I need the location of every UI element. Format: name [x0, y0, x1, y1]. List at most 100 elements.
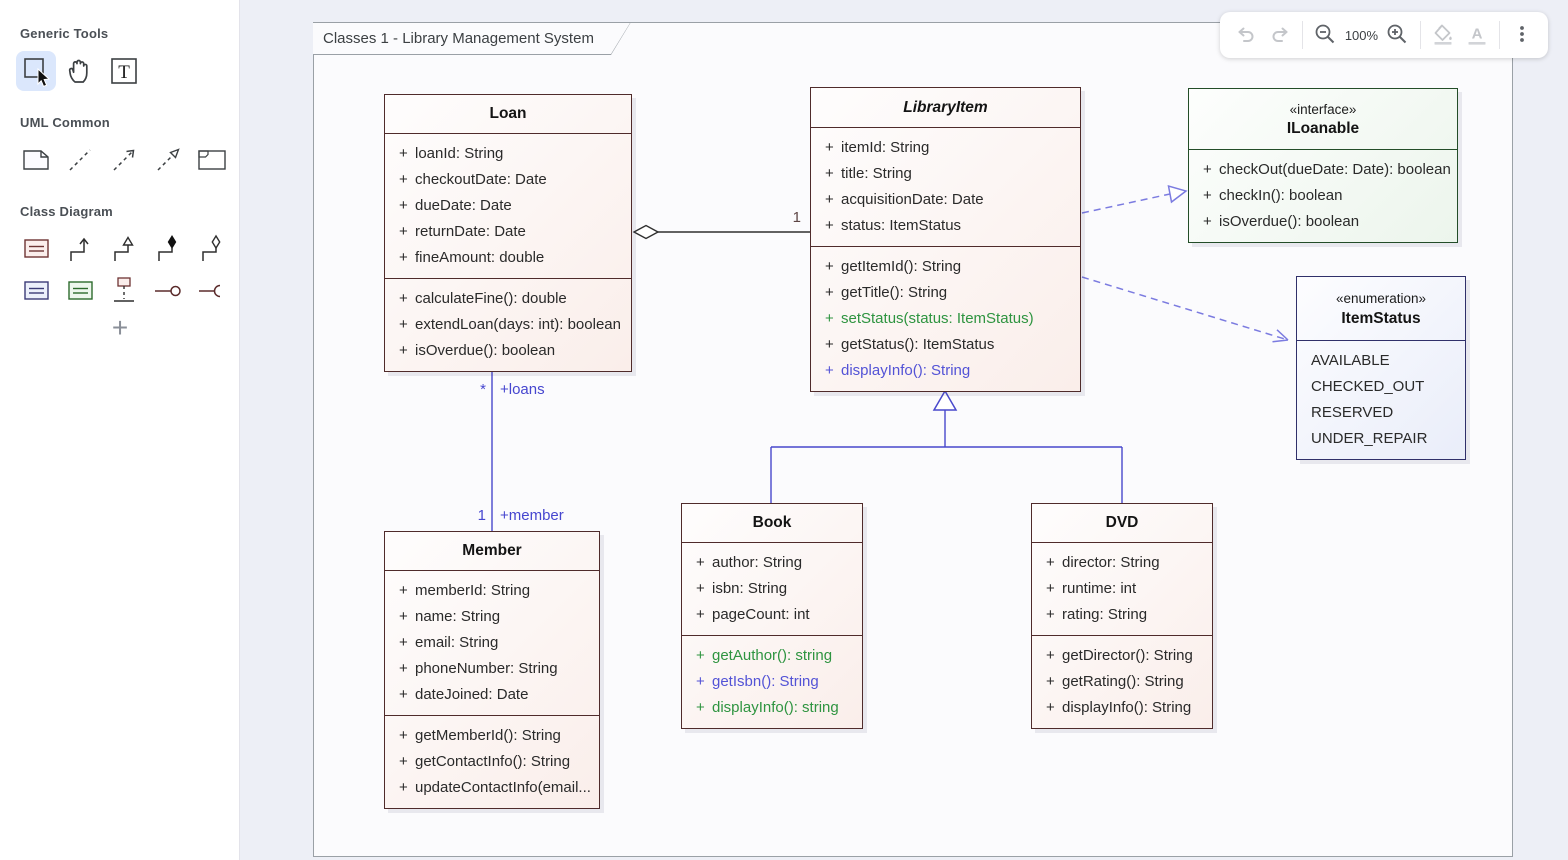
member-row: +director: String: [1032, 550, 1212, 576]
operations-compartment: +getItemId(): String+getTitle(): String+…: [811, 247, 1080, 391]
lifeline-tool[interactable]: [104, 271, 144, 311]
frame-title-tab[interactable]: Classes 1 - Library Management System: [313, 22, 631, 55]
member-text: displayInfo(): string: [712, 699, 839, 716]
member-text: loanId: String: [415, 145, 504, 162]
lifeline-icon: [106, 273, 142, 309]
member-row: +runtime: int: [1032, 576, 1212, 602]
required-interface-tool[interactable]: [192, 271, 232, 311]
link-tool[interactable]: [60, 140, 100, 180]
member-text: memberId: String: [415, 582, 531, 599]
class-book[interactable]: Book +author: String+isbn: String+pageCo…: [681, 503, 863, 729]
member-row: +isbn: String: [682, 576, 862, 602]
text-icon: T: [108, 55, 140, 87]
class-member[interactable]: Member +memberId: String+name: String+em…: [384, 531, 600, 809]
class-tool[interactable]: [16, 229, 56, 269]
class-libraryitem[interactable]: LibraryItem +itemId: String+title: Strin…: [810, 87, 1081, 392]
member-text: extendLoan(days: int): boolean: [415, 316, 621, 333]
visibility-sign: +: [825, 217, 834, 234]
composition-tool[interactable]: [148, 229, 188, 269]
generalization-tool[interactable]: [104, 229, 144, 269]
visibility-sign: +: [399, 171, 408, 188]
member-text: UNDER_REPAIR: [1311, 430, 1428, 447]
visibility-sign: +: [825, 310, 834, 327]
operations-compartment: +getMemberId(): String+getContactInfo():…: [385, 716, 599, 808]
visibility-sign: +: [399, 608, 408, 625]
visibility-sign: +: [399, 753, 408, 770]
interface-icon: [62, 273, 98, 309]
visibility-sign: +: [399, 249, 408, 266]
dashed-line-icon: [62, 142, 98, 178]
dependency-tool[interactable]: [104, 140, 144, 180]
dashed-arrow-icon: [106, 142, 142, 178]
font-color-icon: A: [1465, 22, 1489, 49]
visibility-sign: +: [399, 727, 408, 744]
class-icon: [18, 231, 54, 267]
zoom-level: 100%: [1344, 27, 1379, 43]
member-text: AVAILABLE: [1311, 352, 1390, 369]
class-dvd[interactable]: DVD +director: String+runtime: int+ratin…: [1031, 503, 1213, 729]
member-text: dueDate: Date: [415, 197, 512, 214]
add-tool-button[interactable]: +: [0, 312, 240, 344]
member-row: +dueDate: Date: [385, 193, 631, 219]
class-name: DVD: [1105, 514, 1139, 531]
member-row: + memberId: String: [385, 578, 599, 604]
visibility-sign: +: [696, 606, 705, 623]
zoom-out-icon: [1313, 22, 1337, 49]
member-text: CHECKED_OUT: [1311, 378, 1425, 395]
enumeration-tool[interactable]: [16, 271, 56, 311]
aggregation-tool[interactable]: [192, 229, 232, 269]
member-row: + loanId: String: [385, 141, 631, 167]
member-row: + fineAmount: double: [385, 245, 631, 271]
provided-interface-tool[interactable]: [148, 271, 188, 311]
text-tool[interactable]: T: [104, 51, 144, 91]
visibility-sign: +: [696, 580, 705, 597]
interface-tool[interactable]: [60, 271, 100, 311]
member-text: isOverdue(): boolean: [1219, 213, 1360, 230]
interface-iloanable[interactable]: «interface» ILoanable +checkOut(dueDate:…: [1188, 88, 1458, 243]
member-text: runtime: int: [1062, 580, 1137, 597]
member-row: +title: String: [811, 161, 1080, 187]
redo-button[interactable]: [1264, 17, 1296, 53]
visibility-sign: +: [1203, 161, 1212, 178]
zoom-out-button[interactable]: [1309, 17, 1341, 53]
zoom-in-button[interactable]: [1381, 17, 1413, 53]
member-text: getIsbn(): String: [712, 673, 819, 690]
member-text: fineAmount: double: [415, 249, 545, 266]
member-row: +getStatus(): ItemStatus: [811, 332, 1080, 358]
attributes-compartment: +itemId: String+title: String+acquisitio…: [811, 128, 1080, 247]
member-text: checkoutDate: Date: [415, 171, 547, 188]
attributes-compartment: +memberId: String+name: String+email: St…: [385, 571, 599, 716]
member-row: +getTitle(): String: [811, 280, 1080, 306]
member-row: +getDirector(): String: [1032, 643, 1212, 669]
visibility-sign: +: [399, 660, 408, 677]
member-text: getAuthor(): string: [712, 647, 833, 664]
member-text: getTitle(): String: [841, 284, 948, 301]
frame-tool[interactable]: [192, 140, 232, 180]
member-text: setStatus(status: ItemStatus): [841, 310, 1034, 327]
visibility-sign: +: [399, 634, 408, 651]
select-tool[interactable]: [16, 51, 56, 91]
realization-tool[interactable]: [148, 140, 188, 180]
class-loan[interactable]: Loan +loanId: String+checkoutDate: Date+…: [384, 94, 632, 372]
visibility-sign: +: [399, 582, 408, 599]
visibility-sign: +: [825, 258, 834, 275]
undo-button[interactable]: [1230, 17, 1262, 53]
member-text: rating: String: [1062, 606, 1148, 623]
hand-tool[interactable]: [60, 51, 100, 91]
association-tool[interactable]: [60, 229, 100, 269]
note-tool[interactable]: [16, 140, 56, 180]
member-row: +status: ItemStatus: [811, 213, 1080, 239]
visibility-sign: +: [696, 647, 705, 664]
visibility-sign: +: [399, 145, 408, 162]
more-options-button[interactable]: [1506, 17, 1538, 53]
member-row: +updateContactInfo(email...: [385, 775, 599, 801]
class-name: Book: [752, 514, 792, 531]
visibility-sign: +: [399, 779, 408, 796]
member-text: checkOut(dueDate: Date): boolean: [1219, 161, 1451, 178]
fill-color-button[interactable]: [1426, 17, 1458, 53]
font-color-button[interactable]: A: [1461, 17, 1493, 53]
toolbox-sidebar: Generic Tools T UML Common: [0, 0, 240, 860]
association-icon: [62, 231, 98, 267]
